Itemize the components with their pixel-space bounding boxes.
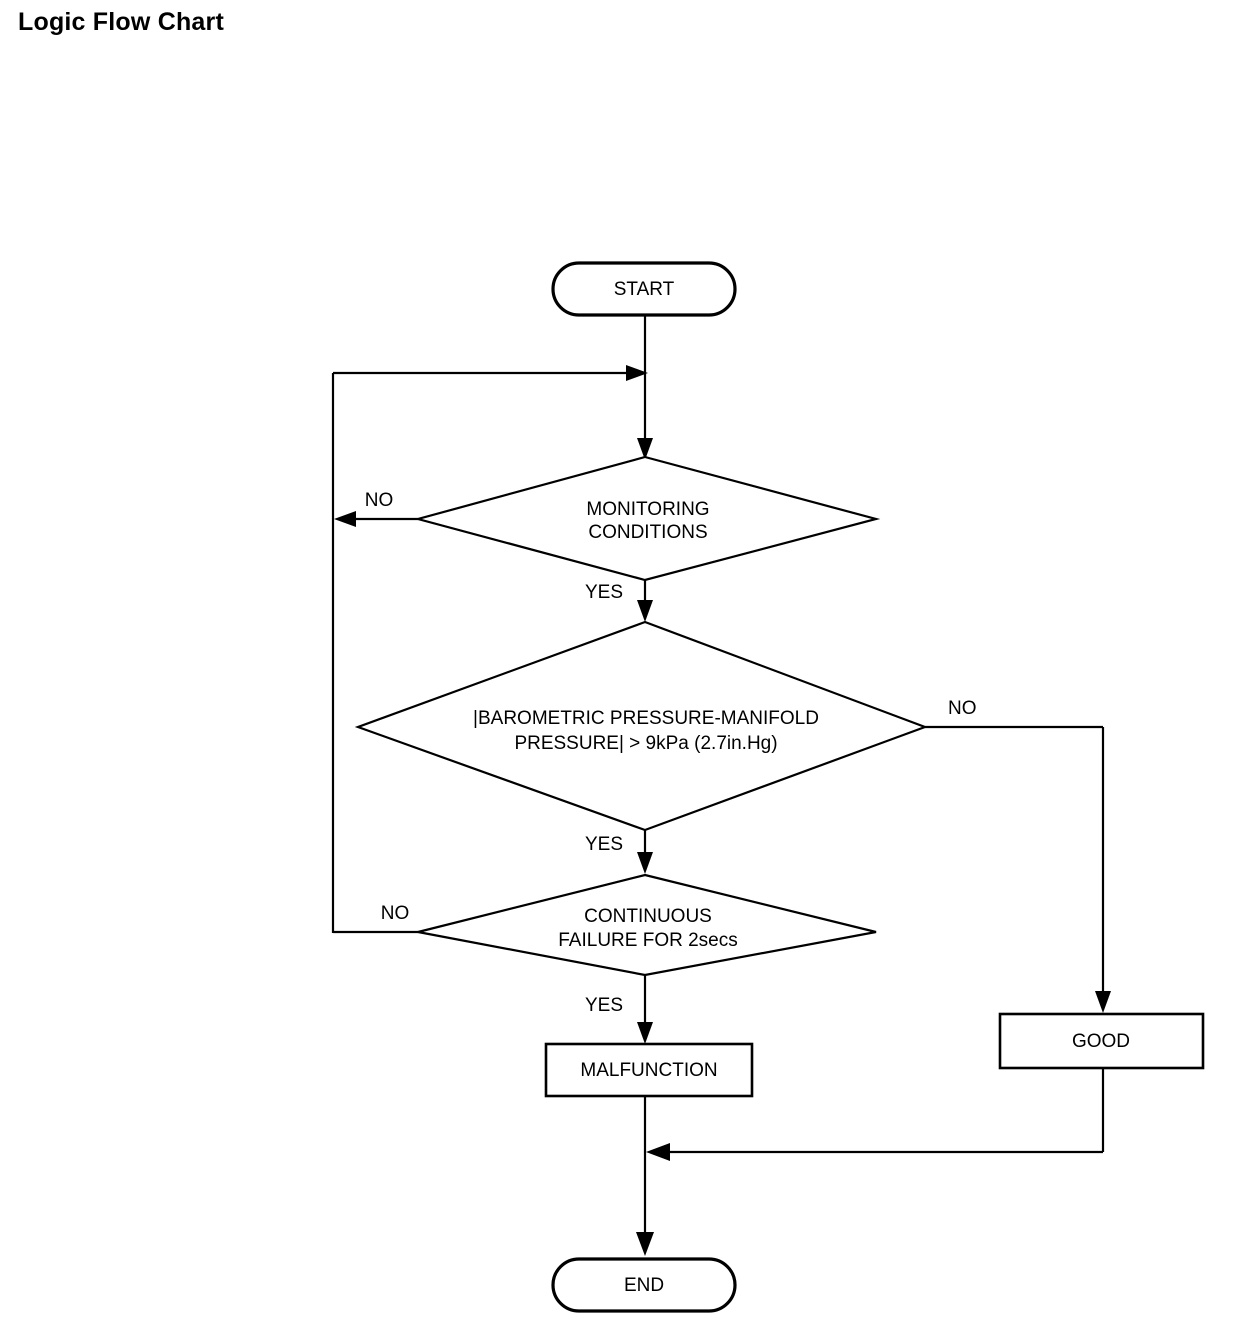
branch-label-monitoring-no: NO [365,490,394,511]
start-label: START [614,279,675,300]
arrow-head-down-icon [636,1232,654,1256]
start-shape [551,261,737,317]
branch-label-pressure-no: NO [948,698,977,719]
malfunction-shape [544,1042,754,1098]
arrow-head-down-icon [637,852,653,874]
edge-pressure-no: NO [925,698,1111,1013]
branch-label-monitoring-yes: YES [585,582,623,603]
monitoring-conditions-label-line1: MONITORING [586,499,709,520]
end-label: END [624,1275,664,1296]
end-shape [551,1257,737,1313]
arrow-head-left-icon [646,1143,670,1161]
arrow-head-right-icon [626,365,648,381]
node-continuous-failure[interactable]: CONTINUOUS FAILURE FOR 2secs [417,873,877,977]
arrow-head-down-icon [637,438,653,460]
good-label: GOOD [1072,1031,1130,1052]
branch-label-continuous-no: NO [381,903,410,924]
monitoring-conditions-shape [413,455,881,582]
continuous-failure-label-line2: FAILURE FOR 2secs [558,930,738,951]
edge-continuous-yes: YES [585,975,653,1044]
malfunction-label: MALFUNCTION [580,1060,717,1081]
page-title: Logic Flow Chart [18,8,224,36]
arrow-head-down-icon [1095,991,1111,1013]
edge-monitoring-yes: YES [585,580,653,622]
branch-label-pressure-yes: YES [585,834,623,855]
pressure-check-label-line1: |BAROMETRIC PRESSURE-MANIFOLD [473,708,819,729]
continuous-failure-shape [417,873,877,977]
pressure-check-label-line2: PRESSURE| > 9kPa (2.7in.Hg) [514,733,777,754]
edge-monitoring-no: NO [334,490,418,527]
monitoring-conditions-label-line2: CONDITIONS [588,522,707,543]
edge-pressure-yes: YES [585,830,653,874]
node-monitoring-conditions[interactable]: MONITORING CONDITIONS [413,455,881,582]
arrow-head-left-icon [334,511,356,527]
node-start[interactable]: START [551,261,737,317]
edge-left-feedback-loop [331,365,648,933]
good-shape [998,1012,1205,1070]
edge-malfunction-to-end [636,1096,654,1256]
node-good[interactable]: GOOD [998,1012,1205,1070]
edge-start-to-monitoring [637,315,653,460]
node-end[interactable]: END [551,1257,737,1313]
arrow-head-down-icon [637,600,653,622]
arrow-head-down-icon [637,1022,653,1044]
edge-good-to-end [646,1068,1105,1161]
branch-label-continuous-yes: YES [585,995,623,1016]
node-malfunction[interactable]: MALFUNCTION [544,1042,754,1098]
pressure-check-shape [354,620,929,832]
edge-continuous-no: NO [333,903,418,934]
node-pressure-check[interactable]: |BAROMETRIC PRESSURE-MANIFOLD PRESSURE| … [354,620,929,832]
continuous-failure-label-line1: CONTINUOUS [584,906,712,927]
